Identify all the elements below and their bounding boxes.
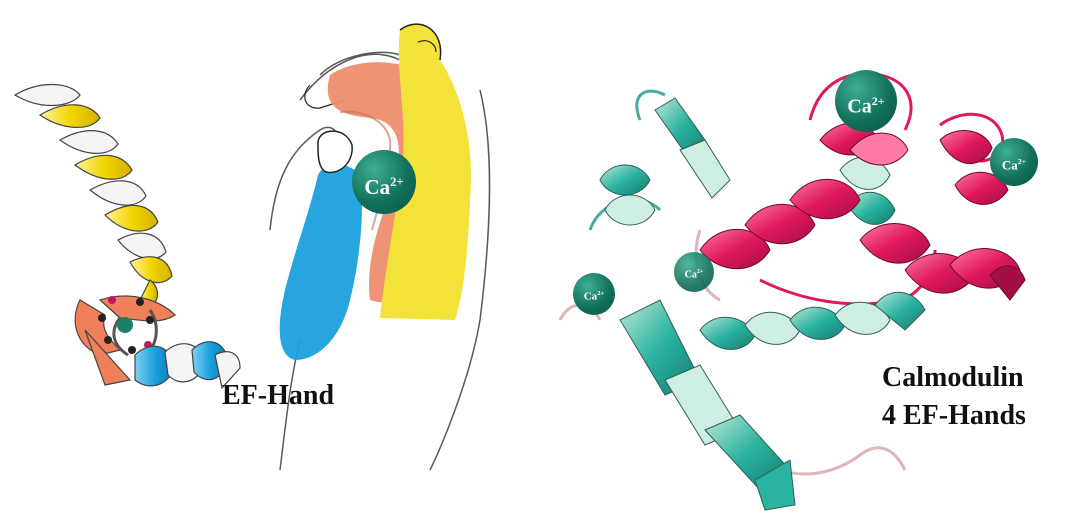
ef-hand-ribbon — [15, 84, 240, 388]
calcium-ion-charge: 2+ — [597, 290, 604, 297]
calcium-ion-charge: 2+ — [390, 175, 403, 189]
ef-hand-label: EF-Hand — [222, 380, 334, 412]
calcium-ion-calmodulin-right: Ca2+ — [990, 138, 1038, 186]
calcium-ion-calmodulin-left: Ca2+ — [573, 273, 615, 315]
calcium-ion-calmodulin-center: Ca2+ — [674, 252, 714, 292]
calcium-ion-calmodulin-top: Ca2+ — [835, 70, 897, 132]
helix-e-ribbon — [15, 84, 172, 308]
calcium-ion-symbol: Ca — [1002, 157, 1018, 172]
ef-hands-count-label: 4 EF-Hands — [882, 400, 1026, 432]
calcium-ion-charge: 2+ — [872, 94, 885, 108]
calmodulin-label: Calmodulin — [882, 362, 1024, 394]
calcium-ion-symbol: Ca — [364, 175, 390, 199]
calcium-ion-symbol: Ca — [847, 96, 871, 118]
calcium-ion-charge: 2+ — [1018, 157, 1026, 166]
calcium-ion-symbol: Ca — [584, 291, 597, 303]
calmodulin-ribbon — [560, 74, 1025, 510]
hand-middle-finger — [280, 164, 362, 360]
calcium-atom-small — [117, 317, 133, 333]
calcium-ion-symbol: Ca — [685, 269, 697, 280]
calcium-ion-charge: 2+ — [697, 269, 703, 275]
calcium-ion-hand: Ca2+ — [352, 150, 416, 214]
